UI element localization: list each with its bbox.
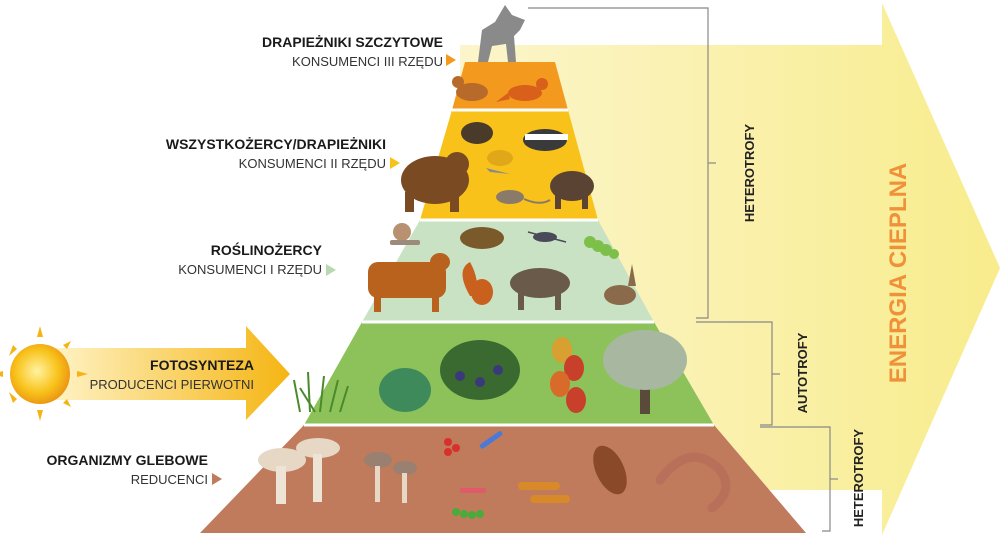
level-subtitle: KONSUMENCI II RZĘDU	[238, 156, 386, 171]
bacteria-icon	[444, 431, 503, 519]
autotrofy-text: AUTOTROFY	[795, 332, 810, 414]
tree-icon	[603, 330, 687, 414]
level-subtitle: REDUCENCI	[130, 472, 208, 487]
lynx-icon	[452, 76, 488, 101]
level-herbivores-label: ROŚLINOŻERCY KONSUMENCI I RZĘDU	[178, 240, 322, 280]
level-herbivores-marker	[326, 264, 336, 276]
earthworm-icon	[655, 452, 731, 513]
heterotrofy-top-text: HETEROTROFY	[742, 123, 757, 223]
snail-icon	[390, 223, 420, 245]
level-title: ORGANIZMY GLEBOWE	[46, 452, 208, 468]
level-subtitle: KONSUMENCI III RZĘDU	[292, 54, 443, 69]
hare-icon	[604, 264, 636, 305]
squirrel-icon	[462, 262, 493, 305]
level-title: ROŚLINOŻERCY	[210, 242, 322, 258]
bear-icon	[401, 152, 469, 212]
level-subtitle: PRODUCENCI PIERWOTNI	[89, 377, 254, 392]
boar-icon	[550, 171, 594, 209]
woodlice-icon	[518, 482, 570, 503]
level-omnivores-marker	[390, 157, 400, 169]
larva-icon	[593, 445, 627, 495]
level-title: WSZYSTKOŻERCY/DRAPIEŻNIKI	[165, 136, 386, 152]
toadstools-icon	[364, 452, 417, 503]
fruit-branch-icon	[550, 337, 586, 413]
level-producers-label: FOTOSYNTEZA PRODUCENCI PIERWOTNI	[90, 355, 254, 395]
beetle-icon	[527, 231, 567, 243]
mushrooms-icon	[258, 438, 340, 504]
heterotrofy-bottom-text: HETEROTROFY	[851, 428, 866, 528]
level-subtitle: KONSUMENCI I RZĘDU	[178, 262, 322, 277]
level-decomposers-label: ORGANIZMY GLEBOWE REDUCENCI	[46, 450, 208, 490]
level-top-marker	[446, 54, 456, 66]
grass-icon	[293, 371, 349, 413]
sun-icon	[0, 326, 88, 421]
rat-icon	[496, 190, 551, 204]
energy-arrow-text: ENERGIA CIEPLNA	[885, 162, 912, 384]
shrub-icon	[379, 368, 431, 412]
juniper-icon	[440, 340, 520, 400]
cow-icon	[368, 253, 450, 312]
level-top-label: DRAPIEŻNIKI SZCZYTOWE KONSUMENCI III RZĘ…	[262, 32, 443, 72]
level-title: DRAPIEŻNIKI SZCZYTOWE	[262, 34, 443, 50]
caterpillar-icon	[584, 236, 619, 259]
tortoise-icon	[460, 227, 504, 249]
badger-icon	[523, 129, 568, 151]
wolf-icon	[478, 5, 525, 62]
level-omnivores-label: WSZYSTKOŻERCY/DRAPIEŻNIKI KONSUMENCI II …	[166, 134, 386, 174]
hedgehog-icon	[461, 122, 493, 144]
tapir-icon	[510, 268, 570, 310]
level-decomposers-band	[200, 425, 806, 533]
fox-icon	[496, 78, 548, 102]
photosynthesis-arrow	[40, 326, 290, 420]
level-title: FOTOSYNTEZA	[150, 357, 254, 373]
bird-icon	[486, 150, 513, 174]
level-decomposers-marker	[212, 473, 222, 485]
